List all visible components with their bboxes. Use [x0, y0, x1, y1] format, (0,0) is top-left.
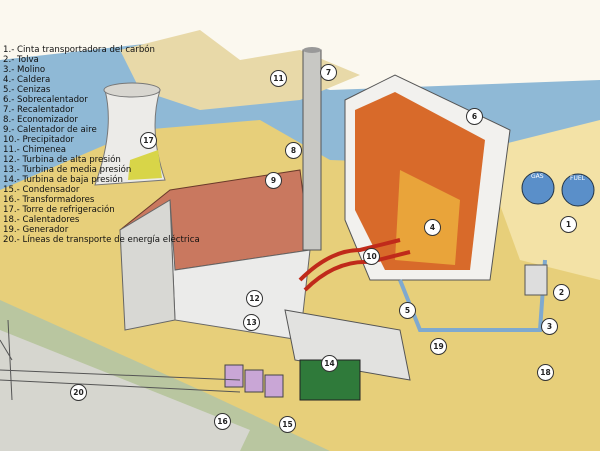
callout-16: 16	[214, 413, 231, 430]
legend-item: 13.- Turbina de media presión	[3, 165, 132, 175]
callout-10: 10	[363, 248, 380, 265]
legend-item: 6.- Sobrecalentador	[3, 95, 88, 105]
legend-item: 8.- Economizador	[3, 115, 78, 125]
legend-item: 3.- Molino	[3, 65, 46, 75]
cliffs	[120, 30, 360, 110]
callout-12: 12	[246, 290, 263, 307]
tower-top	[103, 82, 161, 98]
fuel-tank	[561, 173, 595, 207]
callout-13: 13	[243, 314, 260, 331]
transformer	[244, 369, 264, 393]
legend-item: 19.- Generador	[3, 225, 69, 235]
legend-item: 4.- Caldera	[3, 75, 51, 85]
power-lines	[0, 319, 241, 401]
callout-17: 17	[140, 132, 157, 149]
legend-item: 7.- Recalentador	[3, 105, 74, 115]
callout-8: 8	[285, 142, 302, 159]
gas-label: GAS	[531, 173, 544, 180]
callout-14: 14	[321, 355, 338, 372]
legend-item: 14.- Turbina de baja presión	[3, 175, 123, 185]
callout-5: 5	[399, 302, 416, 319]
steam-pipe	[298, 238, 401, 282]
legend-item: 20.- Líneas de transporte de energía elé…	[3, 235, 200, 245]
callout-7: 7	[320, 64, 337, 81]
legend-item: 11.- Chimenea	[3, 145, 66, 155]
mill	[524, 264, 548, 296]
chimney	[302, 49, 322, 251]
callout-15: 15	[279, 416, 296, 433]
callout-19: 19	[430, 338, 447, 355]
callout-4: 4	[424, 219, 441, 236]
annex	[119, 199, 176, 331]
legend-item: 10.- Precipitador	[3, 135, 74, 145]
road	[0, 330, 250, 451]
transformer	[224, 364, 244, 388]
chimney-top	[303, 47, 321, 53]
callout-2: 2	[553, 284, 570, 301]
callout-1: 1	[560, 216, 577, 233]
legend-item: 12.- Turbina de alta presión	[3, 155, 121, 165]
callout-18: 18	[537, 364, 554, 381]
legend-item: 15.- Condensador	[3, 185, 80, 195]
gas-tank	[521, 171, 555, 205]
legend-item: 9.- Calentador de aire	[3, 125, 97, 135]
furnace	[395, 170, 460, 265]
transformer	[264, 374, 284, 398]
legend-item: 17.- Torre de refrigeración	[3, 205, 115, 215]
callout-11: 11	[270, 70, 287, 87]
legend-item: 16.- Transformadores	[3, 195, 95, 205]
callout-6: 6	[466, 108, 483, 125]
callout-9: 9	[265, 172, 282, 189]
legend-item: 18.- Calentadores	[3, 215, 80, 225]
legend-item: 2.- Tolva	[3, 55, 39, 65]
legend-item: 1.- Cinta transportadora del carbón	[3, 45, 155, 55]
legend-item: 5.- Cenizas	[3, 85, 51, 95]
tower-fill	[128, 150, 162, 180]
callout-3: 3	[541, 318, 558, 335]
fuel-label: FUEL	[570, 175, 586, 182]
callout-20: 20	[70, 384, 87, 401]
